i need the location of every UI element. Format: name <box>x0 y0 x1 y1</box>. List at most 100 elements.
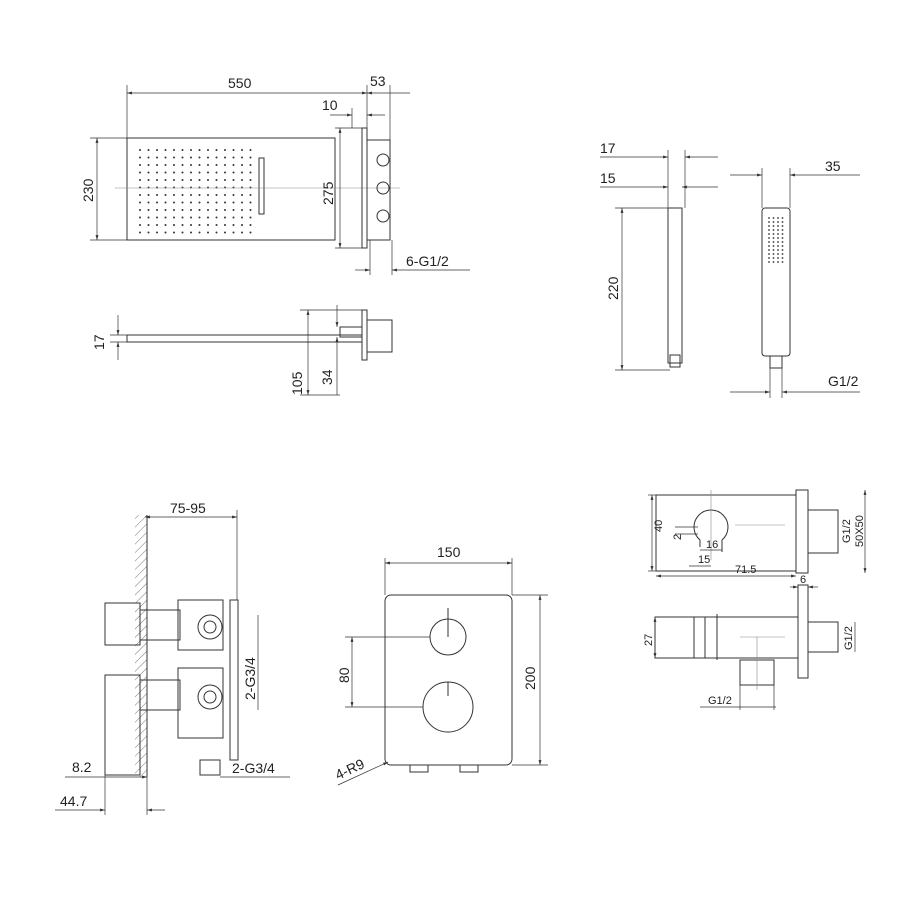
nozzle-dot <box>241 149 243 151</box>
nozzle-dot <box>164 194 167 196</box>
nozzle-dot <box>190 156 192 159</box>
nozzle-dot <box>190 201 192 204</box>
dim-depth: 53 <box>370 73 386 89</box>
nozzle-dot <box>215 201 218 204</box>
dim-radius: 4-R9 <box>333 755 367 782</box>
nozzle-dot <box>190 171 192 174</box>
nozzle-dot <box>768 225 770 227</box>
nozzle-dot <box>781 225 784 227</box>
nozzle-dot <box>207 164 209 166</box>
dim-outlets: 6-G1/2 <box>406 253 449 269</box>
nozzle-dot <box>198 231 201 234</box>
nozzle-dot <box>173 231 175 234</box>
dim-height: 230 <box>80 178 96 202</box>
nozzle-dot <box>181 224 184 226</box>
nozzle-dot <box>173 209 175 211</box>
nozzle-dot <box>772 237 775 239</box>
dim-length: 71.5 <box>735 564 756 576</box>
nozzle-dot <box>198 156 201 159</box>
nozzle-dot <box>772 217 775 219</box>
nozzle-dot <box>156 179 158 181</box>
nozzle-dot <box>207 224 209 226</box>
nozzle-dot <box>249 201 252 204</box>
nozzle-dot <box>241 231 243 234</box>
nozzle-dot <box>249 156 252 159</box>
nozzle-dot <box>777 221 779 223</box>
nozzle-dot <box>164 231 167 234</box>
nozzle-dot <box>181 231 184 234</box>
nozzle-dot <box>173 156 175 159</box>
dim-arm-offset: 34 <box>319 369 335 385</box>
nozzle-dot <box>198 179 201 181</box>
nozzle-dot <box>164 209 167 211</box>
nozzle-dot <box>215 231 218 234</box>
rain-shower-top-view: 550 53 10 230 275 6-G1/2 <box>80 73 470 275</box>
nozzle-dot <box>198 201 201 204</box>
nozzle-dot <box>156 216 158 219</box>
nozzle-dot <box>156 194 158 196</box>
nozzle-dot <box>147 194 150 196</box>
nozzle-dot <box>181 179 184 181</box>
nozzle-dot <box>768 221 770 223</box>
nozzle-dot <box>139 194 141 196</box>
nozzle-dot <box>241 201 243 204</box>
nozzle-dot <box>139 156 141 159</box>
dim-plate-height: 200 <box>522 666 538 690</box>
nozzle-dot <box>215 179 218 181</box>
nozzle-dot <box>781 253 784 255</box>
nozzle-dot <box>241 164 243 166</box>
nozzle-dot <box>164 156 167 159</box>
nozzle-dot <box>781 257 784 259</box>
nozzle-dot <box>224 216 226 219</box>
nozzle-dot <box>781 261 784 263</box>
nozzle-dot <box>164 171 167 174</box>
dim-thread: G1/2 <box>828 373 859 389</box>
nozzle-dot <box>139 216 141 219</box>
nozzle-dot <box>772 253 775 255</box>
nozzle-dot <box>224 164 226 166</box>
nozzle-dot <box>241 209 243 211</box>
nozzle-dot <box>156 149 158 151</box>
nozzle-dot <box>156 224 158 226</box>
nozzle-dot <box>768 249 770 251</box>
nozzle-dot <box>232 194 235 196</box>
nozzle-dot <box>772 257 775 259</box>
dim-plate-width: 150 <box>437 544 461 560</box>
wall-bracket-views: 40 2 16 15 71.5 G1/2 50X50 6 27 G1/2 G1/… <box>643 489 867 710</box>
dim-a: 8.2 <box>72 759 92 775</box>
nozzle-dot <box>777 257 779 259</box>
nozzle-dot <box>768 253 770 255</box>
nozzle-dot <box>190 216 192 219</box>
nozzle-dot <box>198 194 201 196</box>
hand-shower-views: 17 15 220 35 G1/2 <box>600 140 860 398</box>
nozzle-dot <box>139 171 141 174</box>
dim-width: 550 <box>228 75 252 91</box>
dim-plate-height: 275 <box>320 181 336 205</box>
nozzle-dot <box>249 149 252 151</box>
nozzle-dot <box>147 224 150 226</box>
nozzle-dot <box>173 224 175 226</box>
nozzle-dot <box>249 216 252 219</box>
nozzle-dot <box>181 201 184 204</box>
nozzle-dot <box>139 179 141 181</box>
label-thread-side: G1/2 <box>843 626 855 650</box>
nozzle-dot <box>224 171 226 174</box>
nozzle-dot <box>139 164 141 166</box>
nozzle-dot <box>190 209 192 211</box>
dim-b: 44.7 <box>60 793 87 809</box>
nozzle-dot <box>241 216 243 219</box>
nozzle-dot <box>232 156 235 159</box>
nozzle-dot <box>147 209 150 211</box>
nozzle-dot <box>215 194 218 196</box>
nozzle-dot <box>139 224 141 226</box>
nozzle-dot <box>772 233 775 235</box>
nozzle-dot <box>249 231 252 234</box>
nozzle-dot <box>249 171 252 174</box>
valve-side-view: 75-95 2-G3/4 2-G3/4 8.2 44.7 <box>55 500 290 815</box>
nozzle-dot <box>164 216 167 219</box>
nozzle-dot <box>181 209 184 211</box>
nozzle-dot <box>768 217 770 219</box>
nozzle-dot <box>164 164 167 166</box>
nozzle-dot <box>777 233 779 235</box>
nozzle-dot <box>224 149 226 151</box>
